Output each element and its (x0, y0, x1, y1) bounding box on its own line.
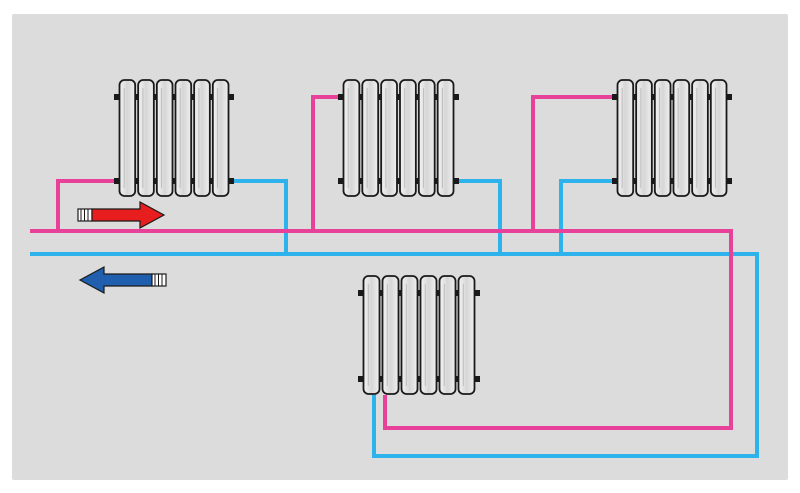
radiator-bottom-header (358, 376, 480, 382)
radiator-section (653, 79, 672, 197)
radiator-section (361, 79, 380, 197)
return-flow-arrow (78, 265, 167, 295)
radiator-section (635, 79, 653, 197)
radiator-section (342, 79, 361, 197)
radiator-section (193, 79, 211, 197)
radiator-section (457, 275, 476, 395)
radiator-bottom-header (612, 178, 732, 184)
radiator-section (400, 275, 419, 395)
radiator-top-header (338, 94, 459, 100)
radiator-top-middle (338, 79, 459, 197)
supply-riser-top-right (531, 95, 616, 231)
radiator-top-header (358, 290, 480, 296)
radiator-bottom-header (114, 178, 234, 184)
supply-pipes (30, 95, 733, 430)
radiator-section (419, 275, 438, 395)
radiator-section (362, 275, 381, 395)
radiator-top-header (114, 94, 234, 100)
radiator-section (672, 79, 691, 197)
radiator-section (118, 79, 137, 197)
radiator-section (417, 79, 436, 197)
supply-main-pipe (30, 229, 733, 430)
radiator-bottom (358, 275, 480, 395)
radiator-section (691, 79, 709, 197)
radiator-section (155, 79, 174, 197)
radiator-section (438, 275, 457, 395)
radiator-section (436, 79, 455, 197)
radiator-top-left (114, 79, 234, 197)
radiator-section (616, 79, 635, 197)
return-arrow-head (78, 265, 153, 295)
supply-riser-top-middle (311, 95, 342, 231)
radiator-section (399, 79, 417, 197)
supply-arrow-head (91, 200, 166, 230)
radiator-top-header (612, 94, 732, 100)
return-main-pipe (30, 252, 759, 458)
radiators (114, 79, 732, 395)
supply-flow-arrow (77, 200, 166, 230)
radiator-section (174, 79, 193, 197)
radiator-section (211, 79, 230, 197)
radiator-section (380, 79, 398, 197)
radiator-section (709, 79, 728, 197)
supply-riser-top-left (56, 179, 118, 231)
radiator-section (137, 79, 155, 197)
radiator-top-right (612, 79, 732, 197)
radiator-section (381, 275, 400, 395)
radiator-bottom-header (338, 178, 459, 184)
